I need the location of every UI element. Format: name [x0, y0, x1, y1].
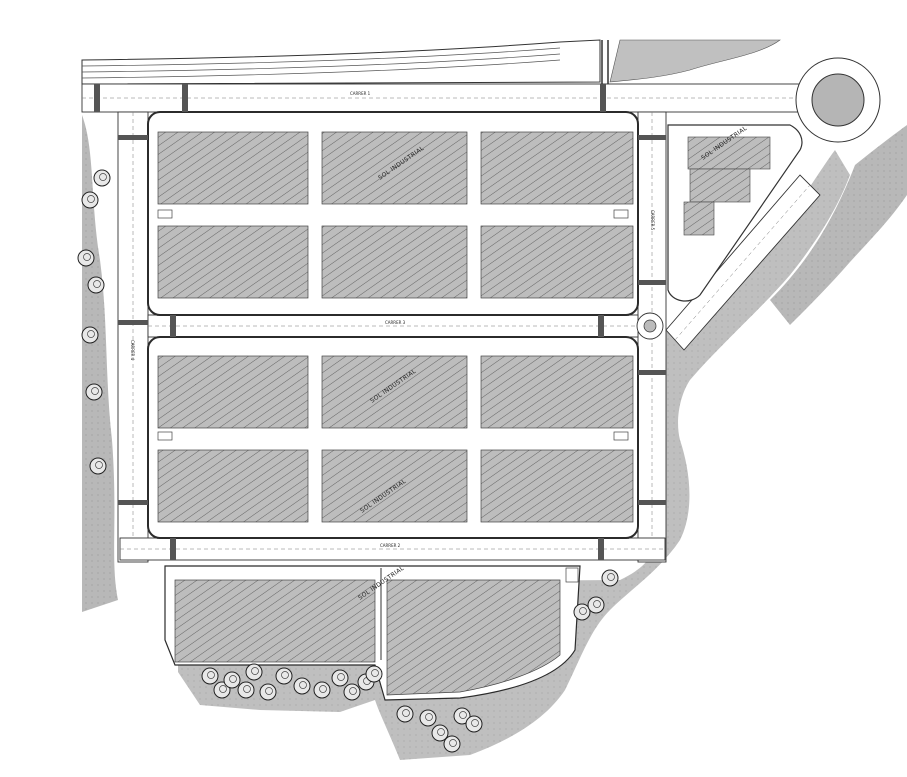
tree-icon [281, 671, 289, 679]
tree-icon [459, 711, 467, 719]
tree-icon [371, 669, 379, 677]
tree-icon [85, 383, 103, 401]
tree-icon [223, 671, 241, 689]
upper-block [147, 111, 639, 316]
tree-icon [419, 709, 437, 727]
tree-icon [245, 663, 263, 681]
tree-icon [99, 173, 107, 181]
tree-icon [425, 713, 433, 721]
tree-icon [343, 683, 361, 701]
tree-icon [95, 461, 103, 469]
tree-icon [91, 387, 99, 395]
tree-icon [471, 719, 479, 727]
tree-icon [93, 169, 111, 187]
tree-icon [237, 681, 255, 699]
tree-icon [607, 573, 615, 581]
tree-icon [349, 687, 357, 695]
tree-icon [396, 705, 414, 723]
tree-icon [449, 739, 457, 747]
road-label: CARRER 1 [350, 91, 371, 96]
tree-icon [337, 673, 345, 681]
tree-icon [93, 280, 101, 288]
tree-icon [431, 724, 449, 742]
tree-icon [293, 677, 311, 695]
tree-icon [87, 330, 95, 338]
tree-icon [601, 569, 619, 587]
tree-icon [593, 600, 601, 608]
crossings [94, 84, 666, 560]
tree-icon [243, 685, 251, 693]
tree-icon [443, 735, 461, 753]
tree-icon [251, 667, 259, 675]
road-label: CARRER 2 [380, 543, 401, 548]
tree-icon [365, 665, 383, 683]
tree-icon [81, 191, 99, 209]
tree-icon [465, 715, 483, 733]
tree-icon [219, 685, 227, 693]
trees [77, 169, 619, 753]
tree-icon [573, 603, 591, 621]
tree-icon [275, 667, 293, 685]
tree-icon [77, 249, 95, 267]
tree-icon [201, 667, 219, 685]
tree-icon [437, 728, 445, 736]
tree-icon [87, 195, 95, 203]
tree-icon [265, 687, 273, 695]
road-label: CARRER 4 [130, 340, 135, 361]
tree-icon [331, 669, 349, 687]
road-label: CARRER 5 [650, 210, 655, 231]
tree-icon [319, 685, 327, 693]
tree-icon [579, 607, 587, 615]
tree-icon [207, 671, 215, 679]
tree-icon [259, 683, 277, 701]
highway [81, 39, 609, 85]
tree-icon [83, 253, 91, 261]
tree-icon [453, 707, 471, 725]
triangle-parcel [667, 124, 803, 302]
tree-icon [299, 681, 307, 689]
roundabout-icon [636, 57, 881, 340]
tree-icon [87, 276, 105, 294]
tree-icon [402, 709, 410, 717]
tree-icon [229, 675, 237, 683]
tree-icon [313, 681, 331, 699]
road-label: CARRER 3 [385, 320, 406, 325]
lower-block [147, 336, 639, 539]
tree-icon [587, 596, 605, 614]
tree-icon [89, 457, 107, 475]
tree-icon [81, 326, 99, 344]
bottom-parcels [164, 565, 581, 701]
